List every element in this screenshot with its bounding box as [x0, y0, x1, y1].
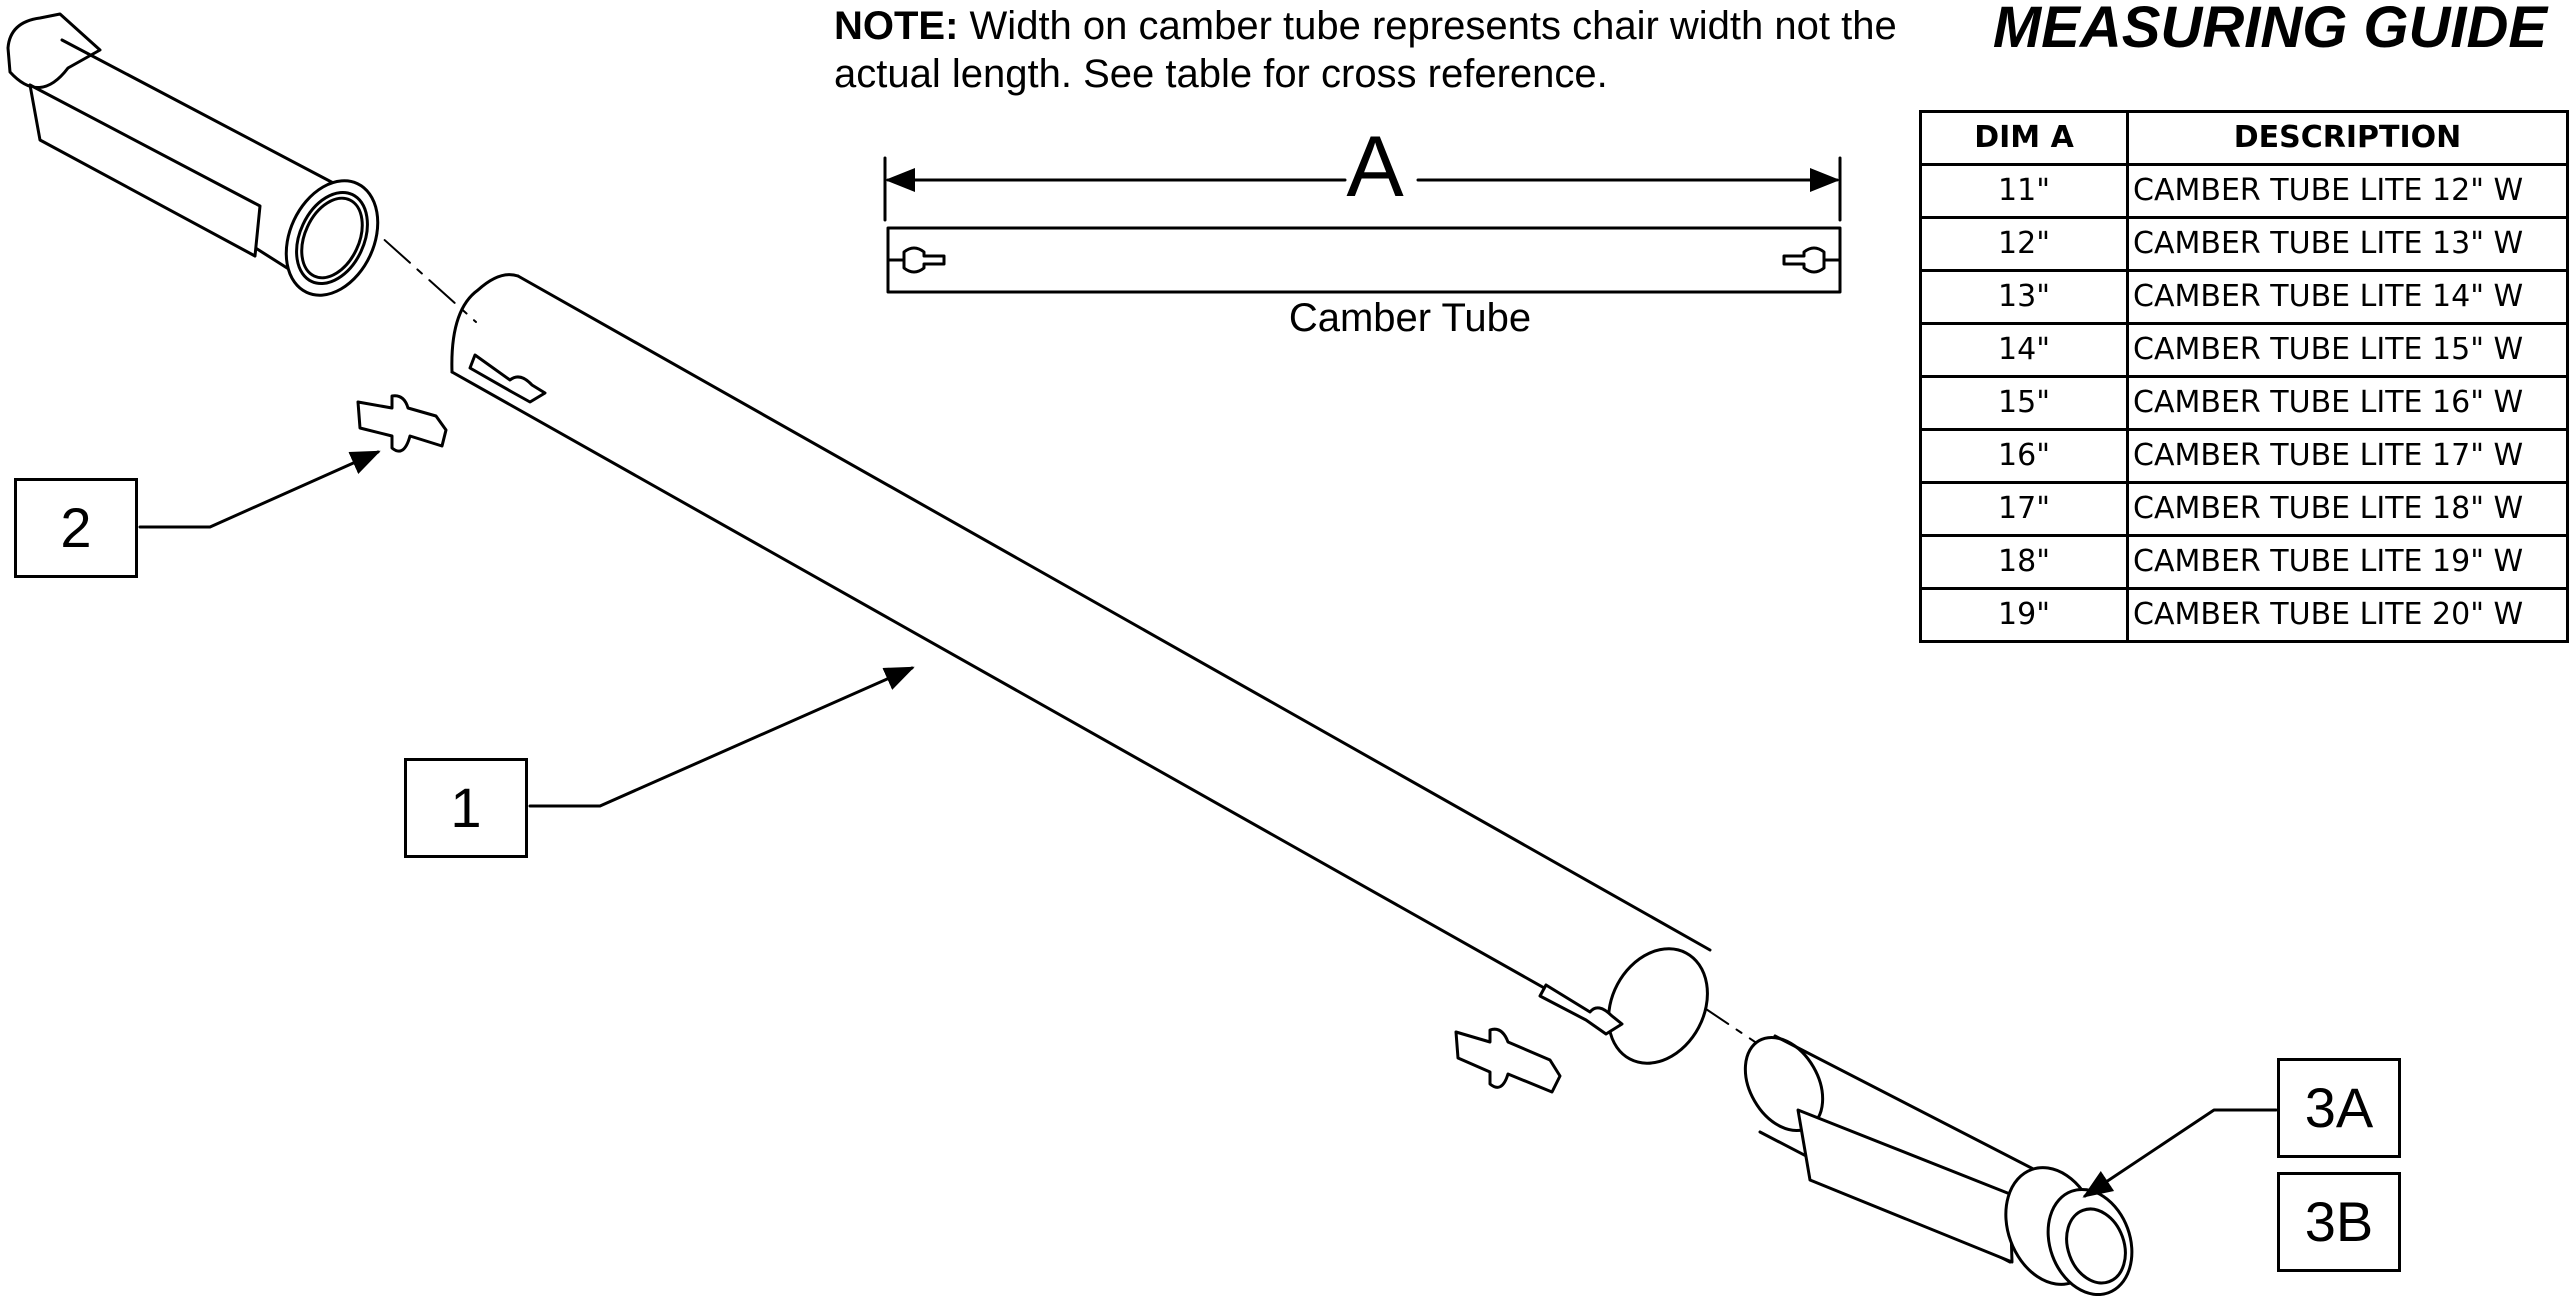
dim-a-cell: 11"	[1918, 163, 2130, 219]
dim-a-cell: 13"	[1918, 269, 2130, 325]
camber-tube-body	[450, 273, 1712, 1065]
dim-a-cell: 19"	[1918, 587, 2130, 643]
dimension-a-label: A	[1346, 119, 1404, 215]
note-body: Width on camber tube represents chair wi…	[834, 4, 1897, 96]
table-row: 12"CAMBER TUBE LITE 13" W	[1918, 216, 2569, 272]
table-row: 14"CAMBER TUBE LITE 15" W	[1918, 322, 2569, 378]
description-cell: CAMBER TUBE LITE 15" W	[2126, 322, 2569, 378]
dim-a-cell: 15"	[1918, 375, 2130, 431]
table-row: 17"CAMBER TUBE LITE 18" W	[1918, 481, 2569, 537]
table-row: 16"CAMBER TUBE LITE 17" W	[1918, 428, 2569, 484]
description-cell: CAMBER TUBE LITE 16" W	[2126, 375, 2569, 431]
note-text: NOTE: Width on camber tube represents ch…	[834, 2, 1914, 98]
camber-tube-caption: Camber Tube	[1288, 296, 1532, 340]
dimension-a-line	[883, 156, 1842, 222]
measuring-guide-title: MEASURING GUIDE	[1992, 0, 2548, 60]
table-row: 13"CAMBER TUBE LITE 14" W	[1918, 269, 2569, 325]
table-row: 11"CAMBER TUBE LITE 12" W	[1918, 163, 2569, 219]
dim-a-cell: 12"	[1918, 216, 2130, 272]
pin-upper	[356, 394, 448, 453]
right-end-cap	[1743, 1034, 2134, 1296]
callout-item-3b: 3B	[2277, 1172, 2401, 1272]
dim-a-cell: 16"	[1918, 428, 2130, 484]
description-cell: CAMBER TUBE LITE 18" W	[2126, 481, 2569, 537]
leader-2	[138, 450, 381, 529]
description-cell: CAMBER TUBE LITE 17" W	[2126, 428, 2569, 484]
camber-tube-flat-view	[886, 226, 1842, 294]
description-cell: CAMBER TUBE LITE 14" W	[2126, 269, 2569, 325]
leader-3a	[2082, 1108, 2278, 1198]
dim-a-cell: 18"	[1918, 534, 2130, 590]
measuring-guide-table: DIM A DESCRIPTION 11"CAMBER TUBE LITE 12…	[1918, 110, 2569, 643]
callout-item-1: 1	[404, 758, 528, 858]
description-cell: CAMBER TUBE LITE 12" W	[2126, 163, 2569, 219]
description-cell: CAMBER TUBE LITE 20" W	[2126, 587, 2569, 643]
table-row: 18"CAMBER TUBE LITE 19" W	[1918, 534, 2569, 590]
pin-lower	[1454, 1027, 1562, 1094]
table-row: 19"CAMBER TUBE LITE 20" W	[1918, 587, 2569, 643]
left-end-cap	[6, 12, 380, 297]
dim-a-cell: 17"	[1918, 481, 2130, 537]
header-description: DESCRIPTION	[2126, 110, 2569, 166]
dim-a-cell: 14"	[1918, 322, 2130, 378]
callout-item-2: 2	[14, 478, 138, 578]
header-dim-a: DIM A	[1918, 110, 2130, 166]
table-header-row: DIM A DESCRIPTION	[1918, 110, 2569, 166]
note-label: NOTE:	[834, 4, 959, 48]
description-cell: CAMBER TUBE LITE 13" W	[2126, 216, 2569, 272]
callout-item-3a: 3A	[2277, 1058, 2401, 1158]
description-cell: CAMBER TUBE LITE 19" W	[2126, 534, 2569, 590]
leader-1	[528, 666, 915, 808]
table-row: 15"CAMBER TUBE LITE 16" W	[1918, 375, 2569, 431]
